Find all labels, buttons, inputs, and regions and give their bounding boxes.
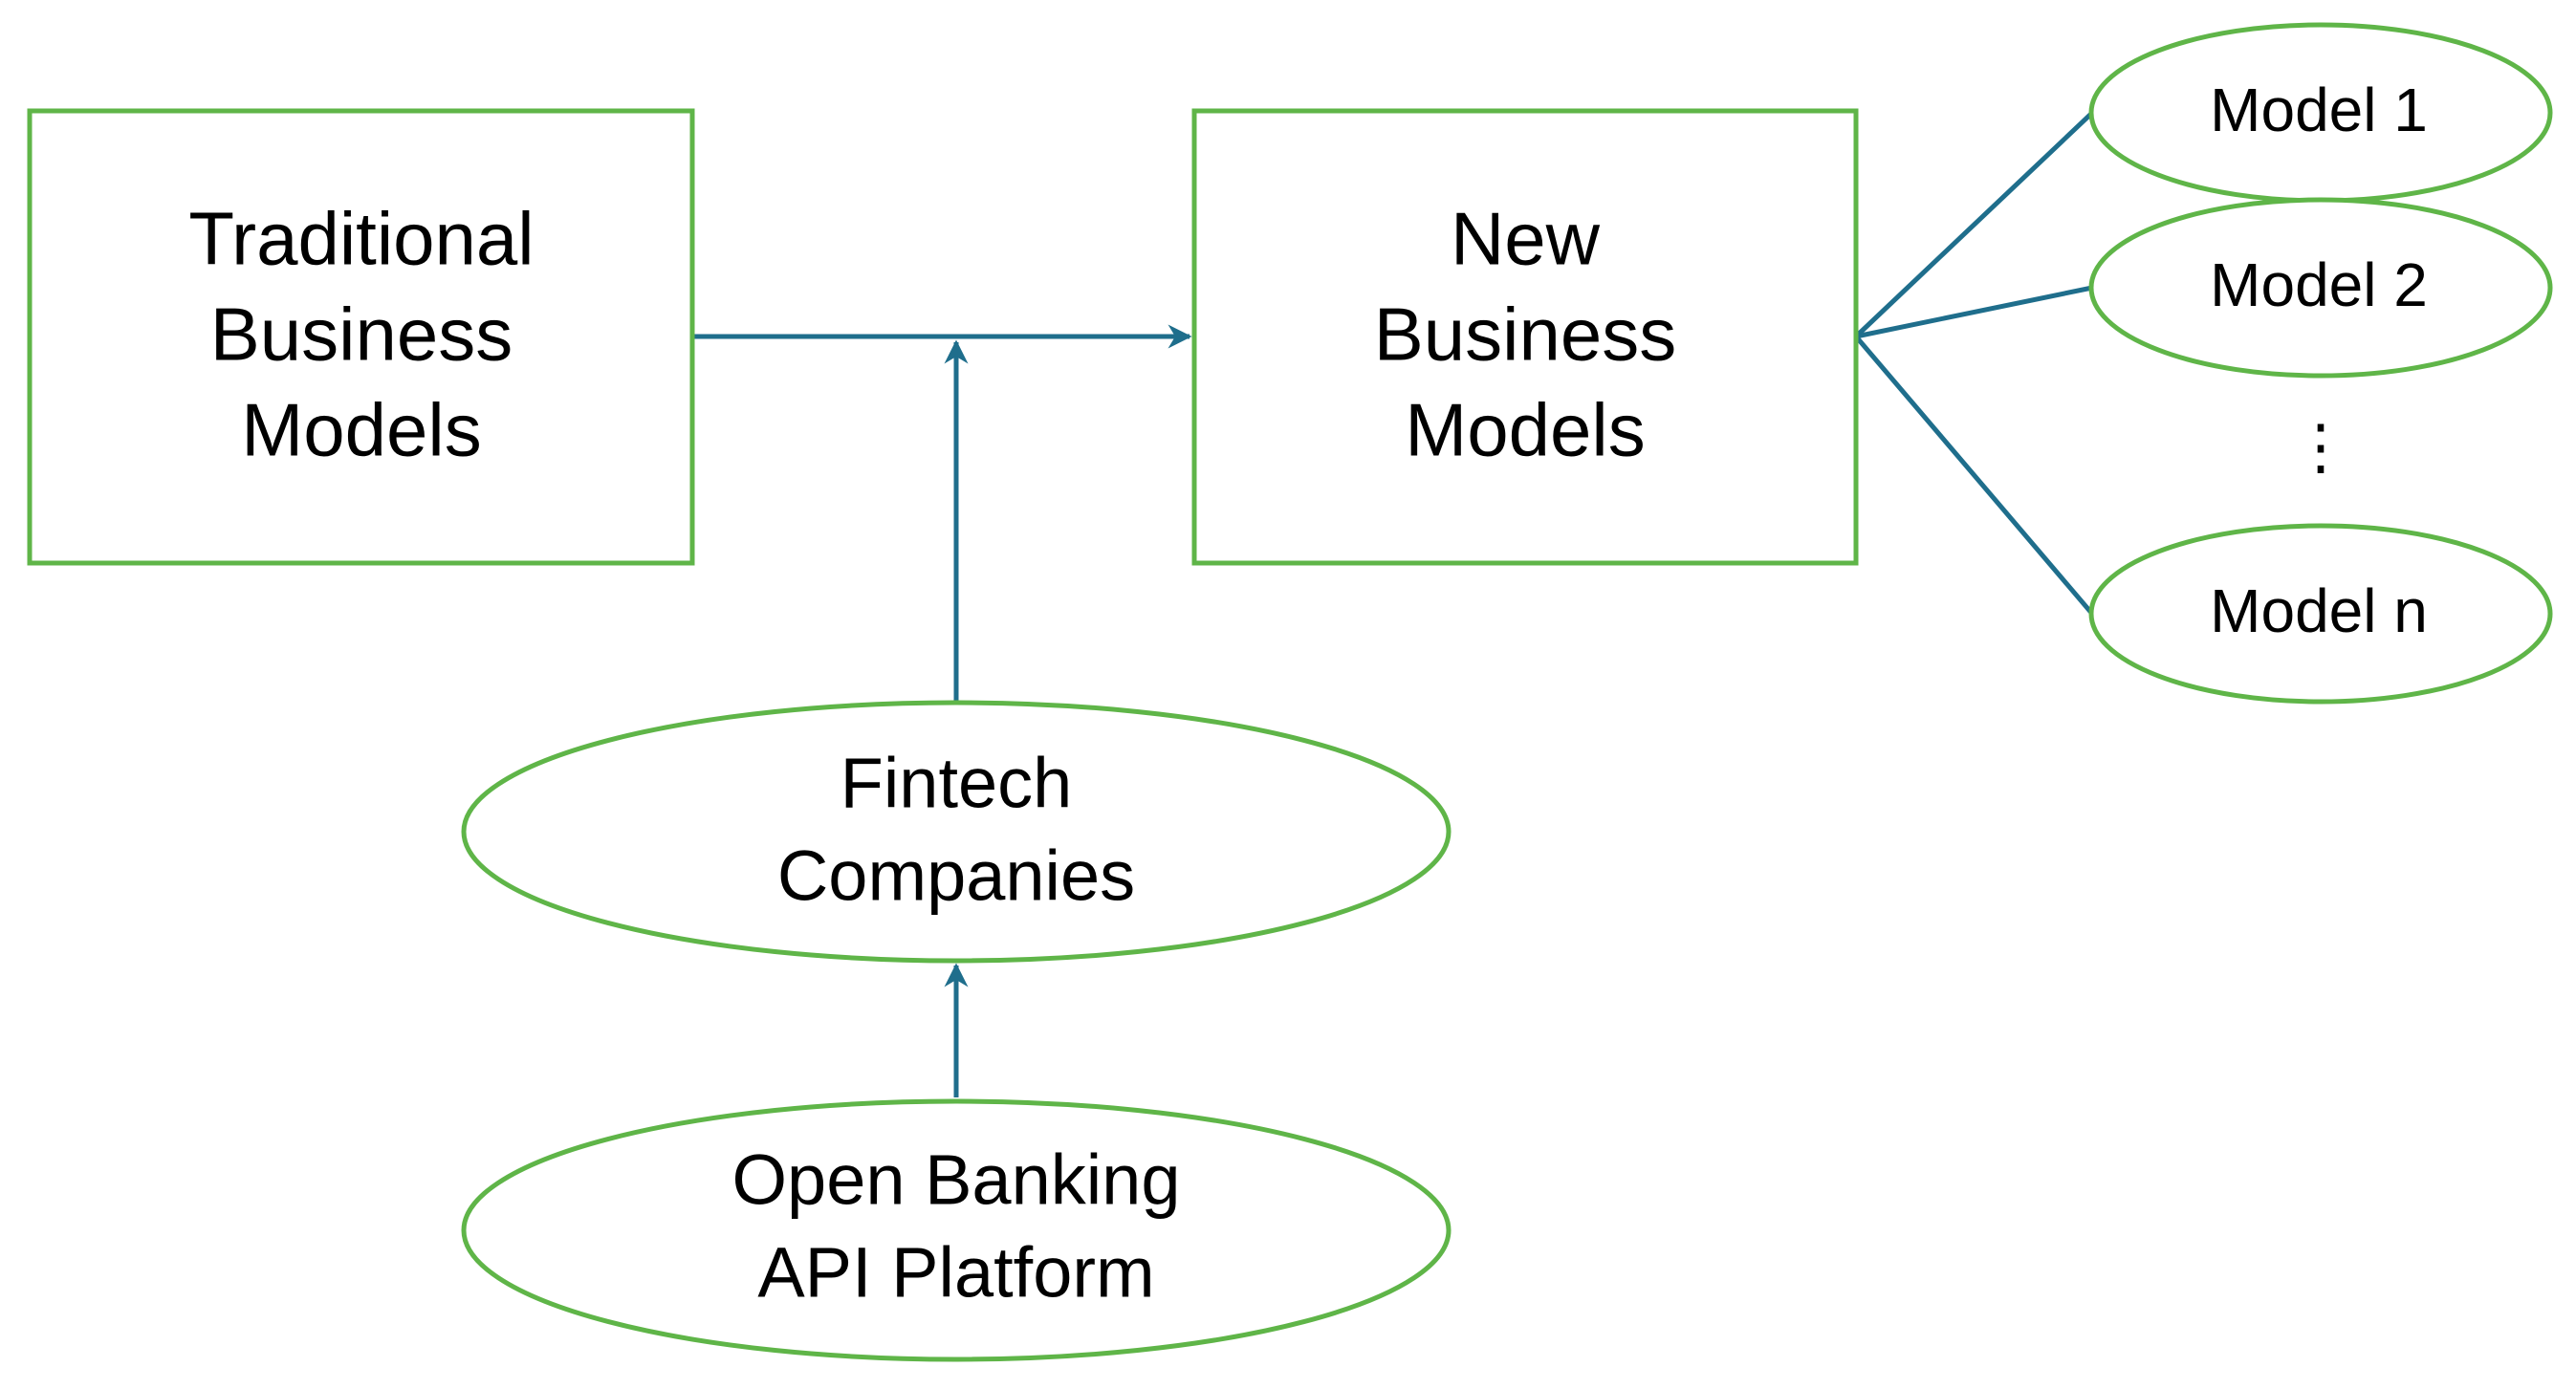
traditional-line-1: Traditional [188,197,534,281]
model-n-label: Model n [2210,576,2428,645]
traditional-line-3: Models [241,388,481,472]
fintech-line-1: Fintech [840,744,1073,823]
traditional-line-2: Business [210,293,513,377]
openbanking-line-1: Open Banking [731,1140,1180,1220]
node-new-business-models: New Business Models [1191,108,1859,566]
node-open-banking-api-platform: Open Banking API Platform [461,1098,1452,1362]
node-model-1: Model 1 [2088,22,2553,204]
model-1-label: Model 1 [2210,76,2428,144]
model-2-label: Model 2 [2210,250,2428,319]
node-traditional-business-models: Traditional Business Models [27,108,695,566]
node-fintech-companies: Fintech Companies [461,700,1452,964]
node-model-2: Model 2 [2088,197,2553,379]
line-new-to-model-1 [1854,111,2094,338]
line-new-to-model-n [1854,335,2094,616]
new-line-2: Business [1374,293,1677,377]
openbanking-line-2: API Platform [757,1233,1154,1313]
vertical-ellipsis: ⋮ [2290,412,2351,481]
fintech-line-2: Companies [777,836,1135,916]
line-new-to-model-2 [1855,285,2093,339]
node-model-n: Model n [2088,523,2553,705]
new-line-1: New [1451,197,1601,281]
new-line-3: Models [1405,388,1645,472]
